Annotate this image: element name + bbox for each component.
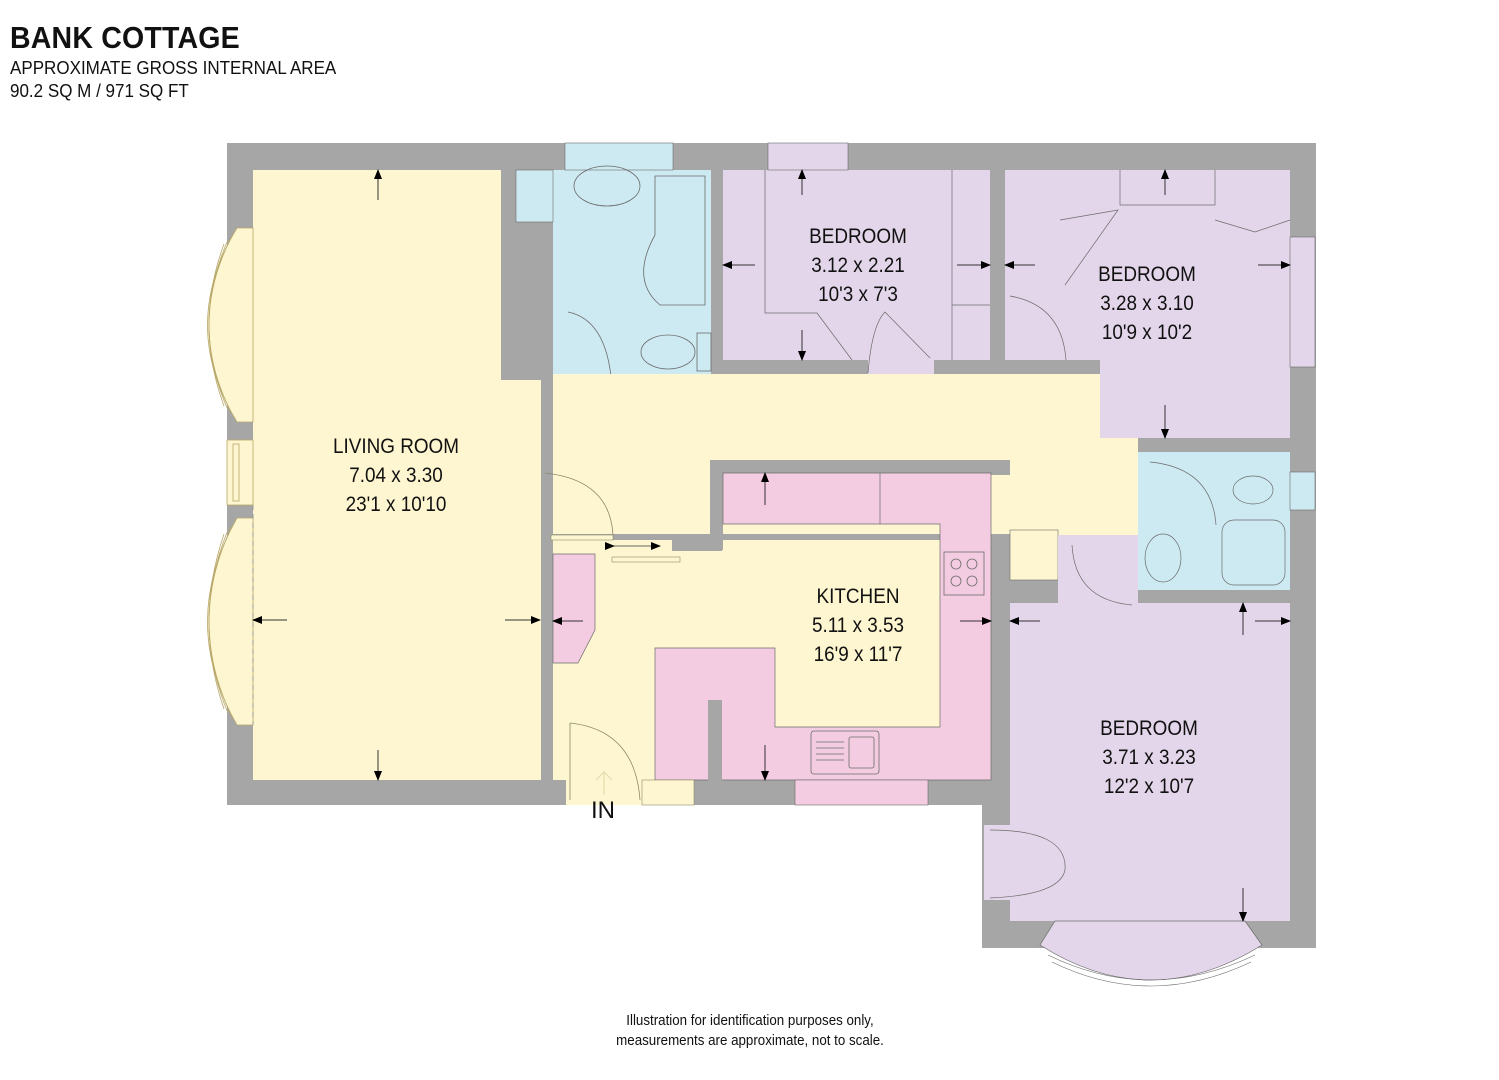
room-metric: 3.12 x 2.21 — [811, 254, 905, 277]
room-metric: 3.71 x 3.23 — [1102, 746, 1196, 769]
room-imperial: 10'9 x 10'2 — [1101, 321, 1193, 344]
disclaimer-line-1: Illustration for identification purposes… — [626, 1013, 874, 1029]
disclaimer: Illustration for identification purposes… — [616, 1011, 884, 1051]
bay-window-upper — [207, 227, 254, 423]
room-name: KITCHEN — [816, 585, 900, 608]
side-window — [226, 439, 254, 506]
bay-window-lower — [207, 517, 254, 726]
hob-icon — [943, 551, 985, 596]
room-imperial: 23'1 x 10'10 — [345, 493, 447, 516]
property-title: BANK COTTAGE — [10, 20, 240, 55]
room-label-bedroom-2: BEDROOM 3.28 x 3.10 10'9 x 10'2 — [1098, 260, 1196, 347]
bedroom-3-floor — [984, 535, 1290, 987]
kitchen-units — [552, 472, 992, 781]
room-label-kitchen: KITCHEN 5.11 x 3.53 16'9 x 11'7 — [812, 582, 904, 669]
room-metric: 5.11 x 3.53 — [811, 614, 905, 637]
room-name: BEDROOM — [1100, 717, 1198, 740]
shower-room-floor — [1138, 452, 1316, 590]
entrance-label: IN — [591, 797, 615, 824]
room-imperial: 12'2 x 10'7 — [1103, 775, 1195, 798]
area-label: APPROXIMATE GROSS INTERNAL AREA — [10, 57, 337, 78]
sink-icon — [810, 730, 880, 775]
room-metric: 3.28 x 3.10 — [1100, 292, 1194, 315]
bedroom-2-floor — [1005, 170, 1316, 438]
room-metric: 7.04 x 3.30 — [349, 464, 443, 487]
room-label-living-room: LIVING ROOM 7.04 x 3.30 23'1 x 10'10 — [333, 432, 459, 519]
room-label-bedroom-1: BEDROOM 3.12 x 2.21 10'3 x 7'3 — [809, 222, 907, 309]
room-name: BEDROOM — [809, 225, 907, 248]
living-room-floor — [253, 170, 541, 780]
disclaimer-line-2: measurements are approximate, not to sca… — [616, 1033, 884, 1049]
room-name: BEDROOM — [1098, 263, 1196, 286]
bathroom-floor — [553, 170, 711, 388]
room-imperial: 10'3 x 7'3 — [818, 283, 898, 306]
area-value: 90.2 SQ M / 971 SQ FT — [10, 80, 189, 101]
room-name: LIVING ROOM — [332, 435, 460, 458]
plan-header: BANK COTTAGE APPROXIMATE GROSS INTERNAL … — [10, 20, 365, 102]
room-imperial: 16'9 x 11'7 — [813, 643, 903, 666]
dimension-arrows — [252, 169, 1291, 922]
room-label-bedroom-3: BEDROOM 3.71 x 3.23 12'2 x 10'7 — [1100, 714, 1198, 801]
bedroom-1-floor — [723, 142, 990, 374]
entrance-arrow-icon — [595, 771, 613, 795]
